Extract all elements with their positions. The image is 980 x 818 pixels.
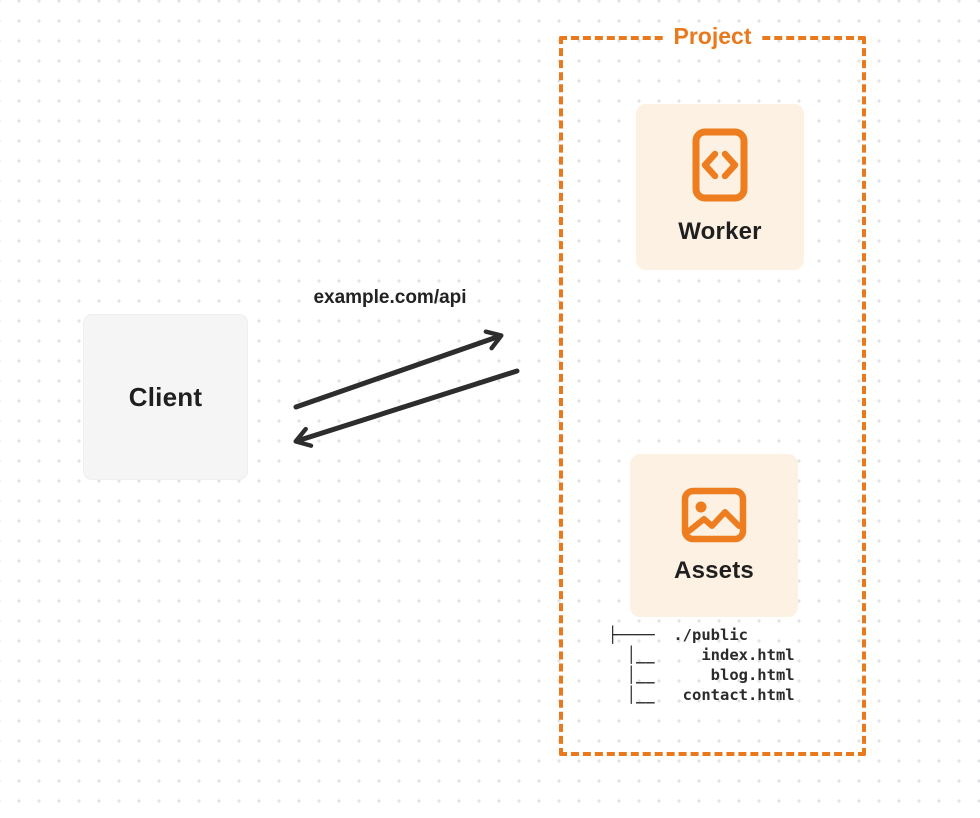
project-title: Project: [663, 23, 762, 50]
code-file-icon: [692, 128, 748, 202]
response-arrow: [293, 368, 520, 448]
worker-node: Worker: [636, 104, 804, 270]
client-node: Client: [83, 314, 248, 480]
worker-label: Worker: [678, 218, 762, 245]
client-label: Client: [128, 381, 203, 412]
assets-label: Assets: [674, 556, 754, 584]
request-arrow: [293, 329, 504, 410]
request-url-label: example.com/api: [313, 287, 467, 308]
project-container: Project Worker Assets ├──── ./public │__…: [559, 23, 866, 756]
image-icon: [681, 487, 747, 542]
public-file-tree: ├──── ./public │__ index.html │__ blog.h…: [608, 626, 795, 704]
assets-node: Assets: [630, 454, 798, 617]
